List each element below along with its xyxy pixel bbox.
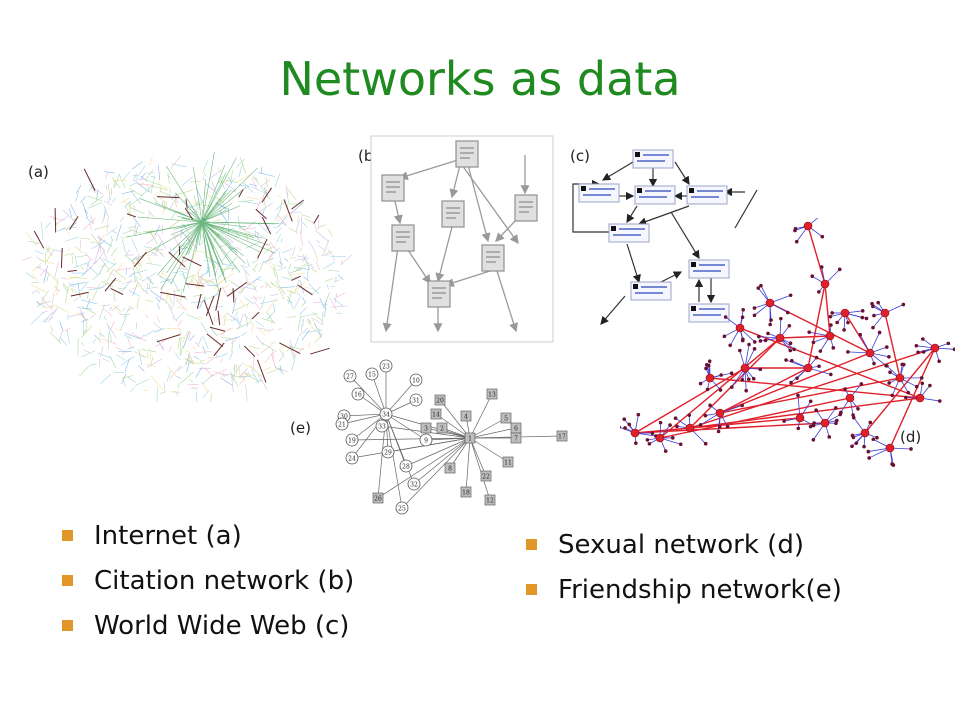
svg-text:8: 8 [448,465,452,472]
friendship-node: 26 [372,492,384,504]
svg-text:28: 28 [402,463,410,470]
slide-title: Networks as data [279,52,681,106]
www-network-image [572,149,758,325]
friendship-node: 3 [420,422,432,434]
friendship-node: 10 [409,373,423,387]
svg-text:23: 23 [382,363,390,370]
friendship-node: 15 [365,367,379,381]
svg-text:17: 17 [558,433,566,440]
friendship-node: 16 [351,387,365,401]
friendship-node: 5 [500,412,512,424]
svg-text:26: 26 [374,495,382,502]
friendship-node: 34 [379,407,393,421]
panel-label-c: (c) [570,147,590,165]
svg-text:29: 29 [384,449,392,456]
friendship-node: 13 [486,388,498,400]
bullet-internet: Internet (a) [60,514,354,559]
friendship-node: 8 [444,462,456,474]
svg-text:4: 4 [464,413,468,420]
svg-text:13: 13 [488,391,496,398]
svg-text:32: 32 [410,481,418,488]
bullet-citation-network: Citation network (b) [60,559,354,604]
bullet-list-left: Internet (a) Citation network (b) World … [60,514,354,649]
friendship-node: 21 [335,417,349,431]
svg-text:7: 7 [514,435,518,442]
bullet-friendship-network: Friendship network(e) [524,568,842,613]
friendship-node: 33 [375,419,389,433]
panel-label-d: (d) [900,428,922,446]
bullet-sexual-network: Sexual network (d) [524,523,842,568]
friendship-node: 20 [434,394,446,406]
svg-text:9: 9 [424,437,428,444]
svg-text:25: 25 [398,505,406,512]
citation-network-image [370,135,554,343]
friendship-node: 6 [510,422,522,434]
svg-text:10: 10 [412,377,420,384]
svg-text:16: 16 [354,391,362,398]
svg-text:15: 15 [368,371,376,378]
svg-text:21: 21 [338,421,346,428]
svg-text:11: 11 [504,459,512,466]
friendship-node: 24 [345,451,359,465]
friendship-node: 4 [460,410,472,422]
sexual-network-image [620,218,955,467]
svg-text:31: 31 [412,397,420,404]
friendship-node: 14 [430,408,442,420]
friendship-node: 28 [399,459,413,473]
internet-network-image [22,152,352,402]
friendship-node: 7 [510,432,522,444]
panel-label-a: (a) [28,163,49,181]
friendship-node: 31 [409,393,423,407]
friendship-node: 25 [395,501,409,515]
svg-text:34: 34 [382,411,390,418]
svg-text:18: 18 [462,489,470,496]
friendship-node: 12 [484,494,496,506]
friendship-node: 17 [556,430,568,442]
bullet-world-wide-web: World Wide Web (c) [60,604,354,649]
friendship-node: 23 [379,359,393,373]
svg-text:2: 2 [440,425,444,432]
svg-text:1: 1 [468,435,472,442]
svg-text:20: 20 [436,397,444,404]
svg-text:3: 3 [424,425,428,432]
svg-text:12: 12 [486,497,494,504]
svg-text:27: 27 [346,373,354,380]
bullet-list-right: Sexual network (d) Friendship network(e) [524,523,842,613]
friendship-node: 2 [436,422,448,434]
friendship-node: 1 [464,432,476,444]
friendship-node: 32 [407,477,421,491]
friendship-node: 22 [480,470,492,482]
svg-text:14: 14 [432,411,440,418]
friendship-node: 18 [460,486,472,498]
friendship-node: 29 [381,445,395,459]
svg-text:30: 30 [340,413,348,420]
svg-text:6: 6 [514,425,518,432]
friendship-node: 11 [502,456,514,468]
friendship-node: 9 [419,433,433,447]
svg-text:22: 22 [482,473,490,480]
svg-text:24: 24 [348,455,356,462]
svg-text:33: 33 [378,423,386,430]
panel-label-e: (e) [290,419,311,437]
friendship-node: 19 [345,433,359,447]
svg-text:5: 5 [504,415,508,422]
friendship-node: 27 [343,369,357,383]
svg-text:19: 19 [348,437,356,444]
